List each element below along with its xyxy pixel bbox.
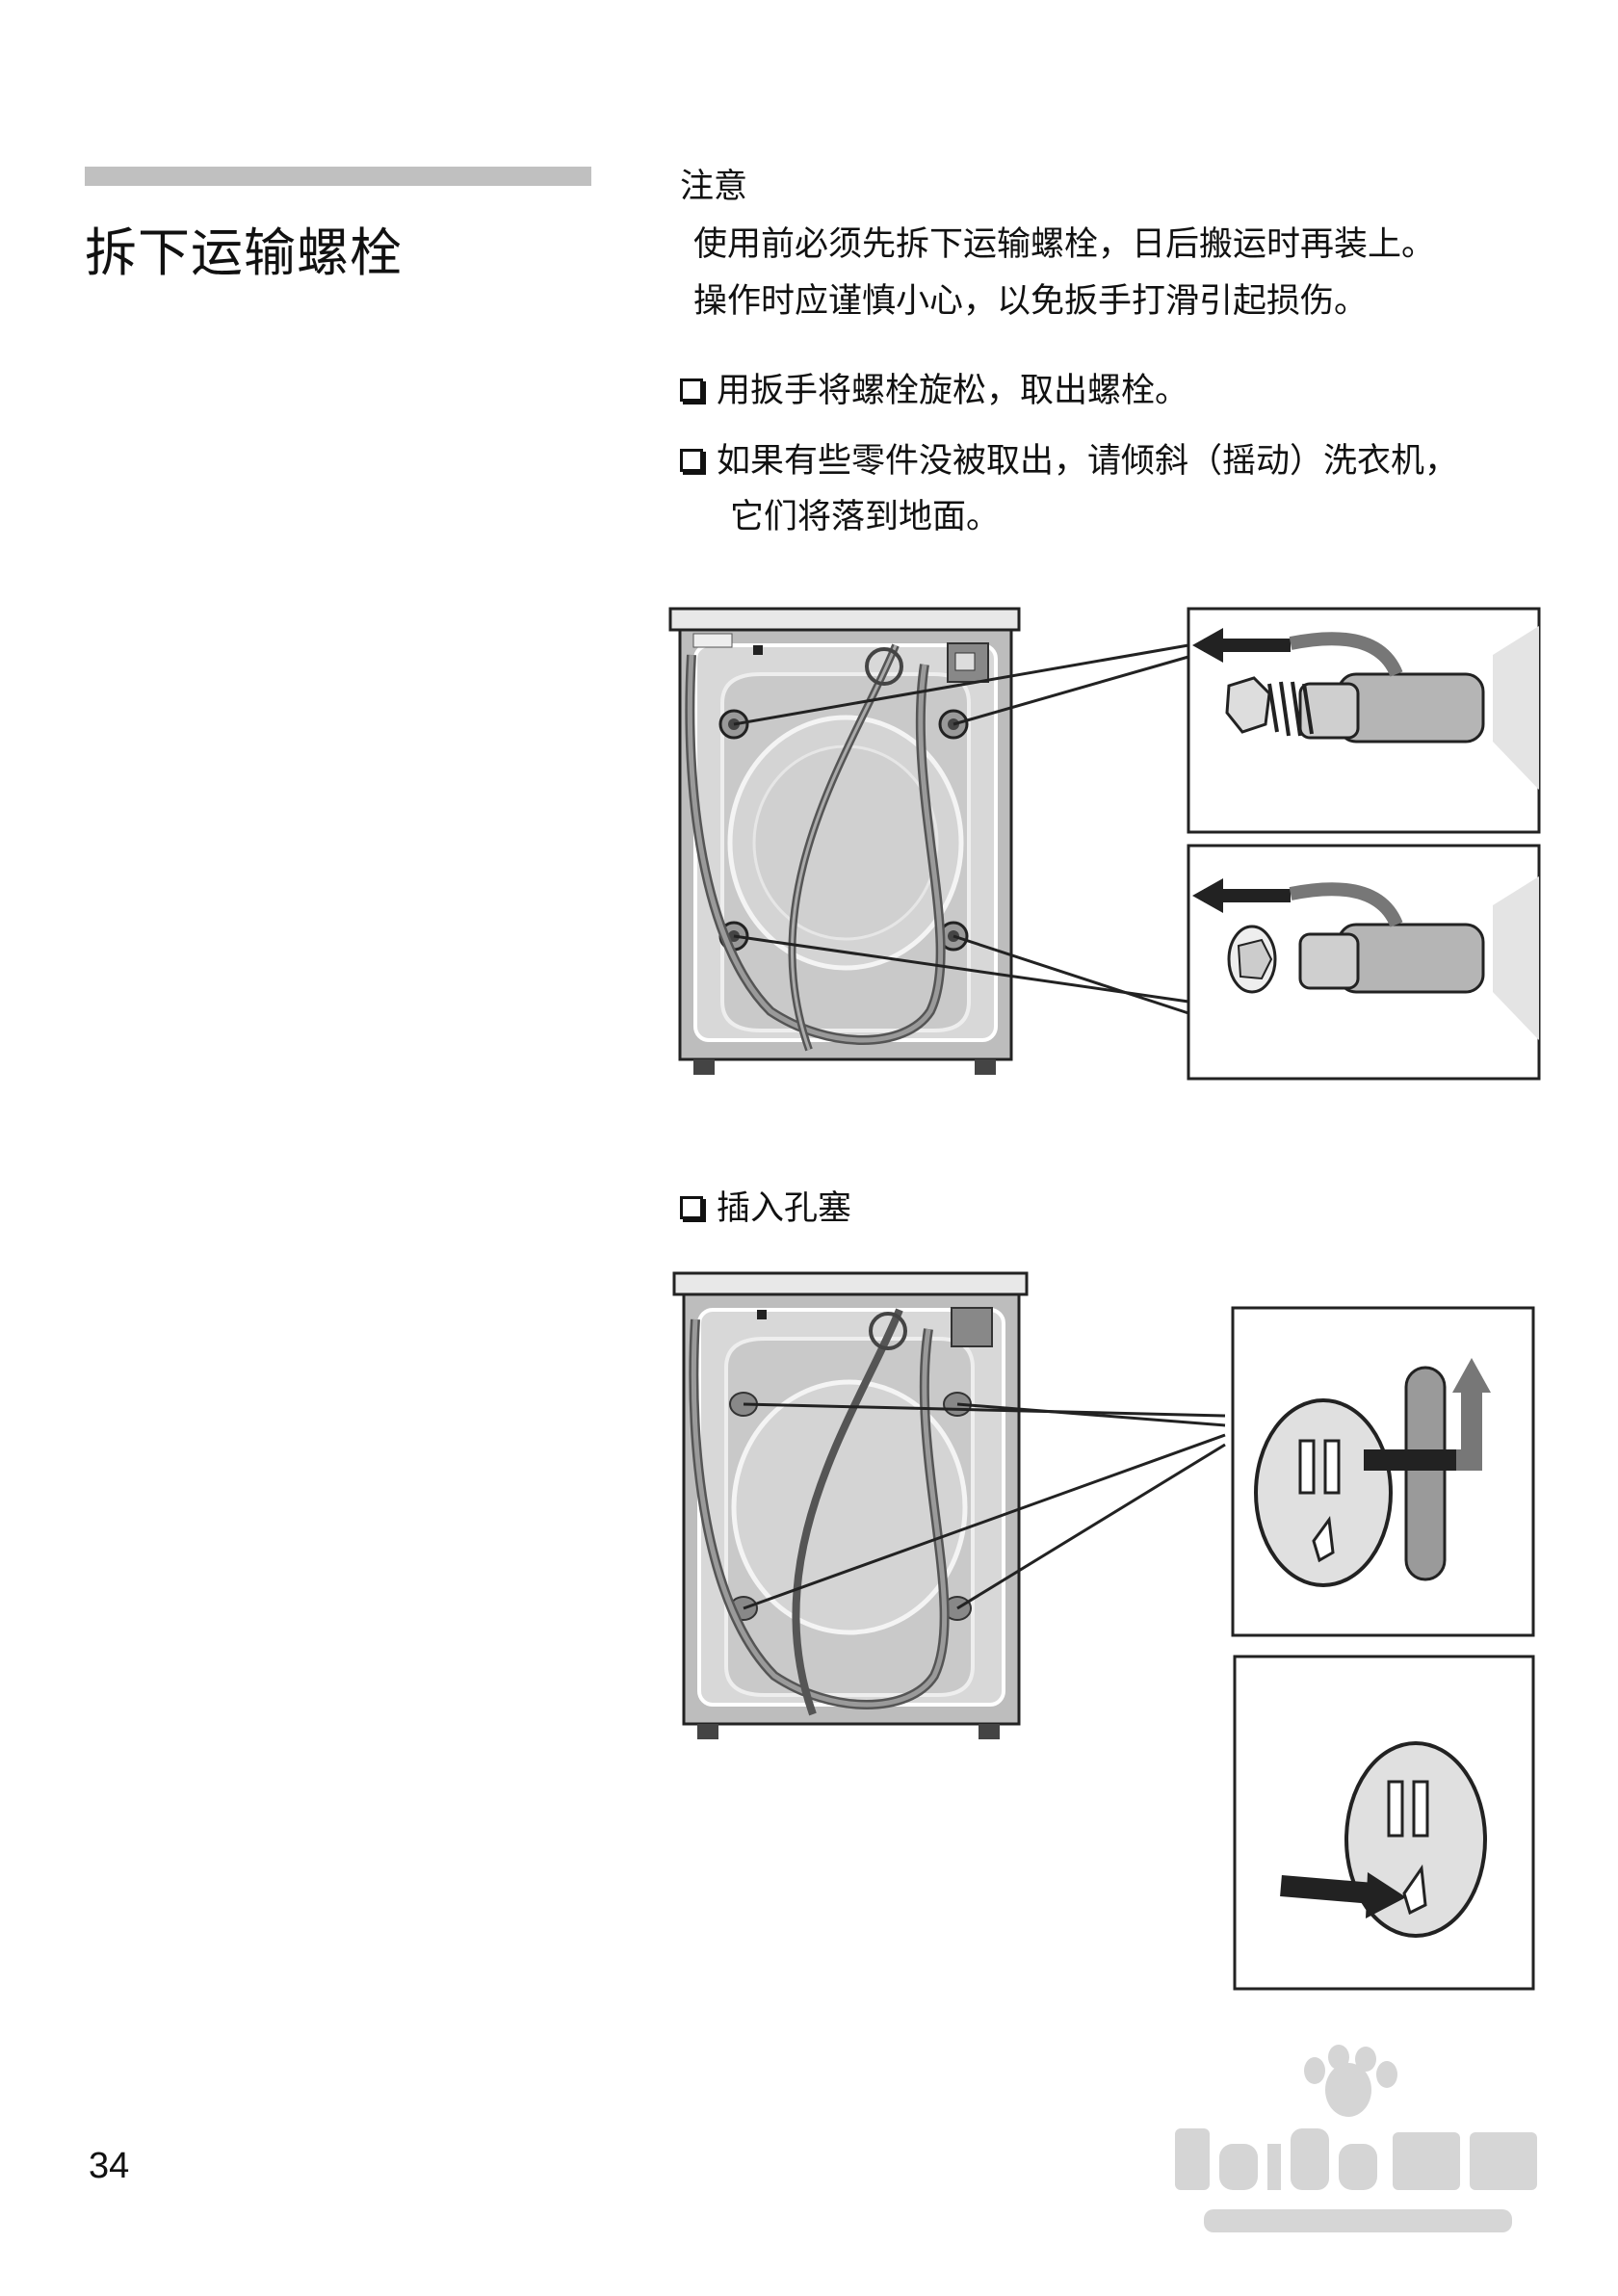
detail-cap-press [1233, 1655, 1535, 1991]
arrow-left-icon [1192, 628, 1223, 663]
detail-bolt-loosen [1187, 607, 1541, 834]
checkbox-bullet-icon [680, 449, 703, 472]
baidu-jingyan-watermark-logo [1175, 2045, 1537, 2232]
step-item-1: 用扳手将螺栓旋松，取出螺栓。 [680, 365, 1188, 417]
washer-rear-illustration [672, 1271, 1029, 1739]
arrow-up-icon [1452, 1358, 1491, 1393]
step-text-3: 插入孔塞 [717, 1189, 852, 1228]
washer-rear-illustration [668, 607, 1021, 1075]
leader-lines [733, 643, 1189, 1015]
arrow-left-icon [1192, 878, 1223, 913]
checkbox-bullet-icon [680, 378, 703, 402]
step-text-1: 用扳手将螺栓旋松，取出螺栓。 [717, 372, 1189, 410]
detail-cap-insert [1231, 1306, 1535, 1637]
step-text-2-continued: 它们将落到地面。 [730, 498, 1001, 536]
page-number: 34 [89, 2146, 130, 2186]
step-item-3: 插入孔塞 [680, 1183, 851, 1235]
step-text-2: 如果有些零件没被取出，请倾斜（摇动）洗衣机， [717, 442, 1459, 481]
leader-lines [743, 1402, 1226, 1610]
section-title: 拆下运输螺栓 [85, 222, 403, 283]
figure-remove-bolts [668, 607, 1541, 1081]
note-heading: 注意 [680, 168, 748, 206]
checkbox-bullet-icon [680, 1196, 703, 1219]
detail-bolt-remove [1187, 844, 1541, 1081]
step-item-2: 如果有些零件没被取出，请倾斜（摇动）洗衣机， [680, 435, 1458, 487]
note-text-line-2: 操作时应谨慎小心，以免扳手打滑引起损伤。 [693, 282, 1369, 321]
figure-insert-caps [672, 1271, 1535, 1991]
title-rule [85, 167, 591, 186]
arrow-right-icon [1366, 1872, 1406, 1918]
note-text-line-1: 使用前必须先拆下运输螺栓，日后搬运时再装上。 [693, 225, 1436, 264]
